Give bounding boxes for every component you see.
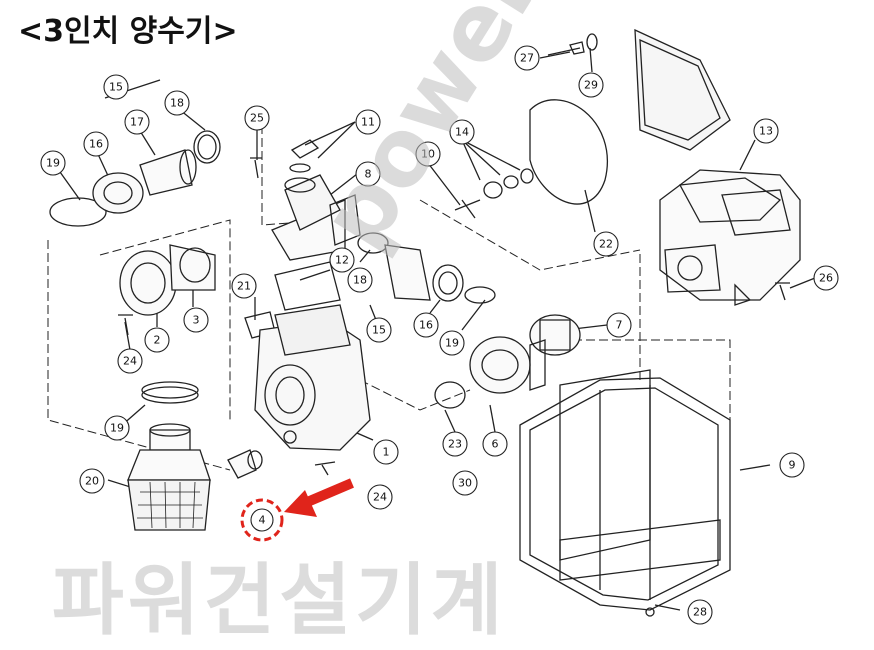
callout-7: 7 bbox=[616, 319, 623, 332]
callout-2: 2 bbox=[154, 334, 161, 347]
highlight-arrow-shaft bbox=[303, 478, 354, 508]
callout-17: 17 bbox=[130, 116, 144, 129]
callout-15: 15 bbox=[109, 81, 123, 94]
callout-19b: 19 bbox=[445, 337, 459, 350]
callout-15b: 15 bbox=[372, 324, 386, 337]
callout-30: 30 bbox=[458, 477, 472, 490]
callout-1: 1 bbox=[383, 446, 390, 459]
callout-6: 6 bbox=[492, 438, 499, 451]
callout-18: 18 bbox=[170, 97, 184, 110]
callout-27: 27 bbox=[520, 52, 534, 65]
callout-19: 19 bbox=[46, 157, 60, 170]
callout-14: 14 bbox=[455, 126, 469, 139]
watermark-company-name: 파워건설기계 bbox=[52, 556, 507, 646]
callout-21: 21 bbox=[237, 280, 251, 293]
callout-16: 16 bbox=[89, 138, 103, 151]
callout-4-highlighted: 4 bbox=[259, 514, 266, 527]
callout-22: 22 bbox=[599, 238, 613, 251]
callout-26: 26 bbox=[819, 272, 833, 285]
callout-10: 10 bbox=[421, 148, 435, 161]
callout-24: 24 bbox=[123, 355, 137, 368]
callout-16b: 16 bbox=[419, 319, 433, 332]
highlight-arrow-head bbox=[284, 490, 317, 517]
callout-20: 20 bbox=[85, 475, 99, 488]
page-title: <3인치 양수기> bbox=[18, 14, 238, 49]
callout-29: 29 bbox=[584, 79, 598, 92]
callout-23: 23 bbox=[448, 438, 462, 451]
callout-19c: 19 bbox=[110, 422, 124, 435]
callout-13: 13 bbox=[759, 125, 773, 138]
highlight-circle bbox=[240, 498, 284, 542]
callout-25: 25 bbox=[250, 112, 264, 125]
callout-3: 3 bbox=[193, 314, 200, 327]
callout-11: 11 bbox=[361, 116, 375, 129]
callout-12: 12 bbox=[335, 254, 349, 267]
callout-24b: 24 bbox=[373, 491, 387, 504]
callout-9: 9 bbox=[789, 459, 796, 472]
callout-8: 8 bbox=[365, 168, 372, 181]
callout-18b: 18 bbox=[353, 274, 367, 287]
callout-28: 28 bbox=[693, 606, 707, 619]
